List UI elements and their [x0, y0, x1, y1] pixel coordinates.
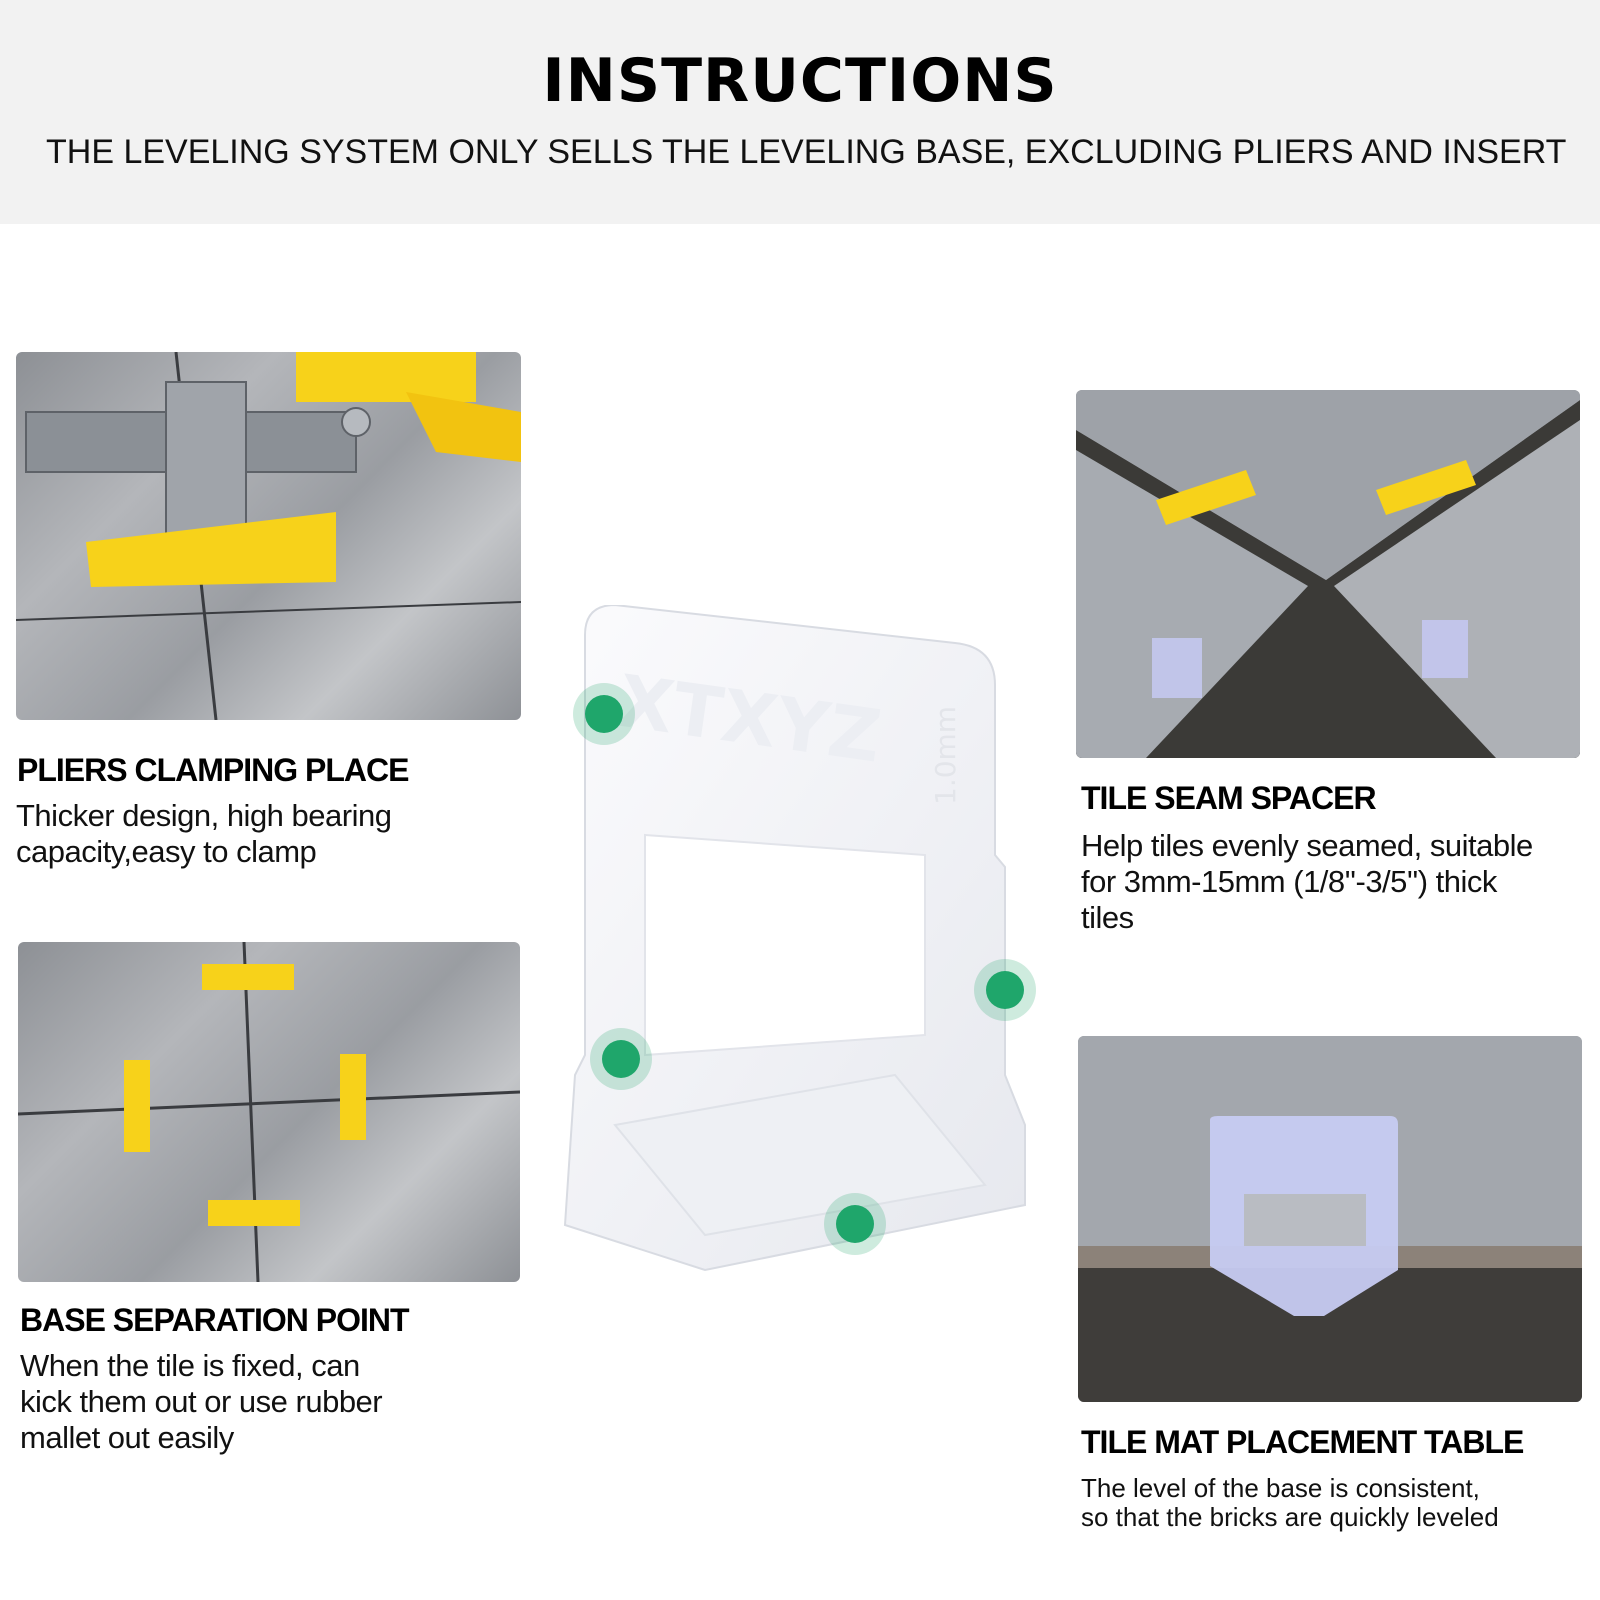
separation-photo	[18, 942, 520, 1282]
page-title: INSTRUCTIONS	[542, 46, 1058, 116]
feature-title: TILE MAT PLACEMENT TABLE	[1081, 1424, 1524, 1460]
feature-description: When the tile is fixed, can kick them ou…	[20, 1348, 383, 1456]
feature-line: mallet out easily	[20, 1420, 234, 1455]
seam-spacer-photo	[1076, 390, 1580, 758]
header-band: INSTRUCTIONS THE LEVELING SYSTEM ONLY SE…	[0, 0, 1600, 224]
feature-line: kick them out or use rubber	[20, 1384, 383, 1419]
marker-dot-clamp	[585, 695, 623, 733]
feature-line: for 3mm-15mm (1/8''-3/5'') thick	[1081, 864, 1497, 899]
marker-dot-side	[986, 971, 1024, 1009]
feature-title: PLIERS CLAMPING PLACE	[17, 752, 409, 788]
feature-description: The level of the base is consistent, so …	[1081, 1474, 1499, 1532]
feature-line: Thicker design, high bearing	[16, 798, 392, 833]
feature-line: When the tile is fixed, can	[20, 1348, 360, 1383]
feature-line: tiles	[1081, 900, 1134, 935]
page-subtitle: THE LEVELING SYSTEM ONLY SELLS THE LEVEL…	[46, 133, 1567, 171]
marker-dot-separation	[836, 1205, 874, 1243]
pliers-photo	[16, 352, 521, 720]
embossed-size: 1.0mm	[929, 706, 962, 805]
feature-title: BASE SEPARATION POINT	[20, 1302, 410, 1338]
feature-line: Help tiles evenly seamed, suitable	[1081, 828, 1533, 863]
feature-description: Help tiles evenly seamed, suitable for 3…	[1081, 828, 1533, 936]
feature-line: The level of the base is consistent,	[1081, 1473, 1480, 1503]
marker-dot-base	[602, 1040, 640, 1078]
feature-title: TILE SEAM SPACER	[1081, 780, 1377, 816]
feature-line: capacity,easy to clamp	[16, 834, 317, 869]
leveling-clip-illustration: XTXYZ 1.0mm	[555, 603, 1035, 1295]
mat-placement-photo	[1078, 1036, 1582, 1402]
feature-description: Thicker design, high bearing capacity,ea…	[16, 798, 392, 870]
feature-line: so that the bricks are quickly leveled	[1081, 1502, 1499, 1532]
